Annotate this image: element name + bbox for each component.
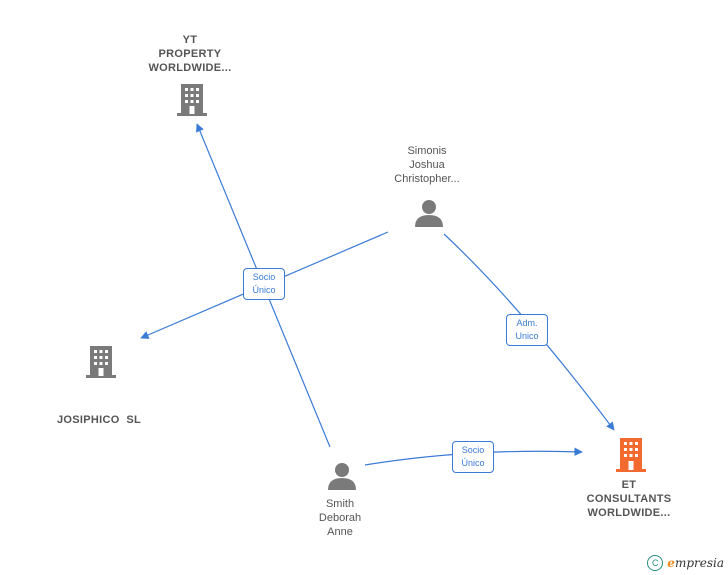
relation-badge-adm-unico[interactable]: Adm. Unico [506, 314, 548, 346]
footer-brand: C empresia [647, 555, 724, 571]
node-label-smith[interactable]: Smith Deborah Anne [318, 498, 362, 538]
copyright-icon: C [647, 555, 664, 571]
node-label-yt-property[interactable]: YT PROPERTY WORLDWIDE... [148, 34, 232, 74]
node-label-josiphico[interactable]: JOSIPHICO SL [57, 414, 141, 426]
node-label-simonis[interactable]: Simonis Joshua Christopher... [394, 145, 460, 185]
brand-logo[interactable]: empresia [667, 556, 724, 570]
node-label-et-consultants[interactable]: ET CONSULTANTS WORLDWIDE... [586, 479, 672, 519]
building-icon[interactable] [86, 346, 116, 378]
person-icon[interactable] [328, 463, 356, 490]
building-icon[interactable] [177, 84, 207, 116]
relation-badge-socio-unico[interactable]: Socio Único [243, 268, 285, 300]
relation-badge-socio-unico[interactable]: Socio Único [452, 441, 494, 473]
building-icon-focus[interactable] [616, 438, 646, 472]
person-icon[interactable] [415, 200, 443, 227]
